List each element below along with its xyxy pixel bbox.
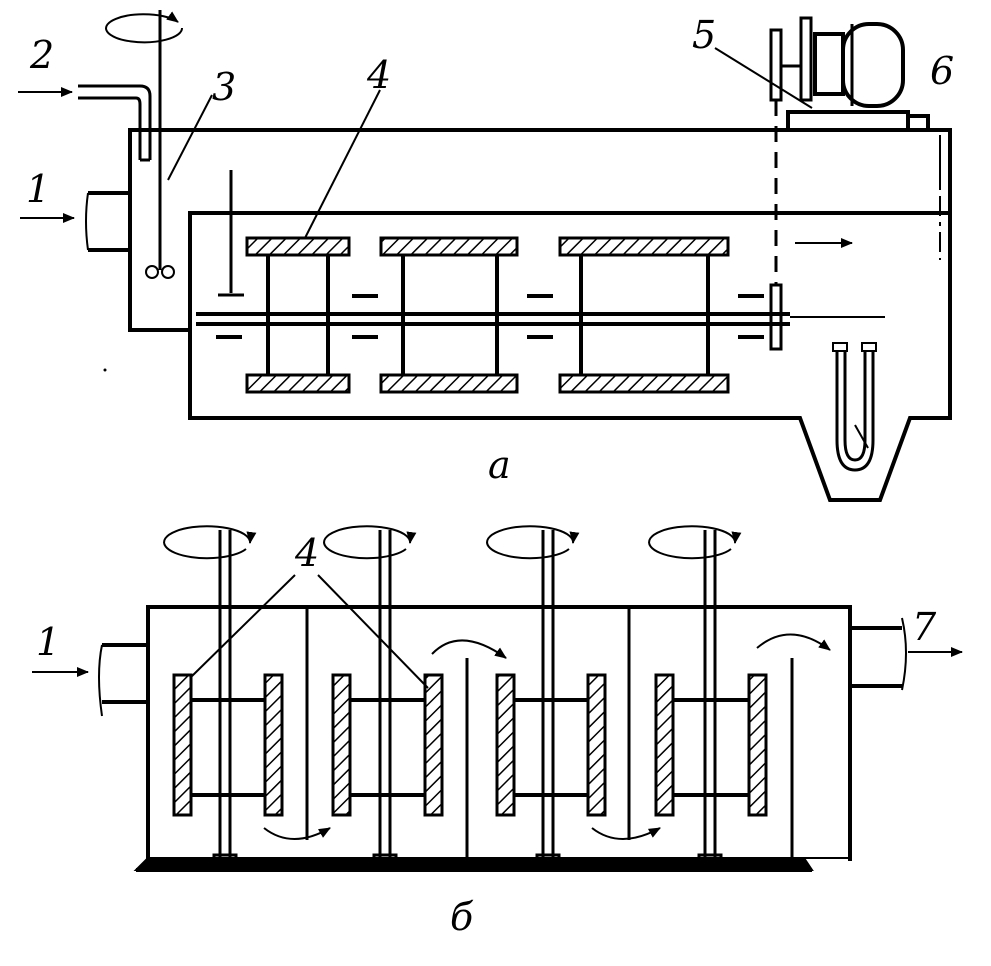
tank-b — [146, 605, 852, 861]
rotor-1-a — [245, 236, 351, 394]
flow-arrows-b — [263, 633, 831, 840]
leader-a-3 — [167, 94, 213, 181]
label-a-6: 6 — [930, 49, 954, 93]
heater-coil-a — [832, 342, 877, 472]
label-b-1: 1 — [36, 620, 60, 664]
outlet-pipe-b — [850, 617, 963, 691]
figure-a: 1 2 3 4 5 6 а — [18, 10, 954, 502]
inlet-pipe-a — [20, 191, 130, 252]
leader-a-5 — [714, 47, 813, 109]
label-a-3: 3 — [212, 65, 236, 109]
speck-a — [103, 368, 107, 372]
caption-a: а — [488, 443, 511, 487]
label-a-5: 5 — [692, 13, 716, 57]
stage-1-b — [163, 525, 284, 871]
label-a-1: 1 — [26, 167, 50, 211]
inlet-pipe-b — [32, 643, 148, 717]
stage-2-b — [323, 525, 444, 871]
figure-b: 1 4 7 б — [32, 525, 963, 939]
partitions-b — [305, 607, 794, 861]
caption-b: б — [450, 895, 474, 939]
leader-a-4 — [304, 89, 381, 239]
stage-3-b — [486, 525, 607, 871]
seals-a — [216, 294, 764, 339]
label-a-2: 2 — [29, 33, 54, 77]
mixer-a — [105, 10, 184, 279]
leader-b-4b — [317, 574, 429, 689]
label-a-4: 4 — [366, 53, 391, 97]
outer-tank-a — [128, 128, 952, 502]
drive-motor-a — [769, 16, 930, 285]
leader-b-4a — [189, 574, 296, 679]
rotor-3-a — [558, 236, 730, 394]
inner-trough-a — [188, 211, 950, 330]
label-b-7: 7 — [912, 605, 937, 649]
rotor-2-a — [379, 236, 519, 394]
reagent-pipe-a — [18, 84, 152, 162]
thermometer-a — [218, 170, 244, 297]
label-b-4: 4 — [294, 531, 319, 575]
stage-4-b — [648, 525, 768, 871]
shaft-a — [196, 283, 885, 351]
